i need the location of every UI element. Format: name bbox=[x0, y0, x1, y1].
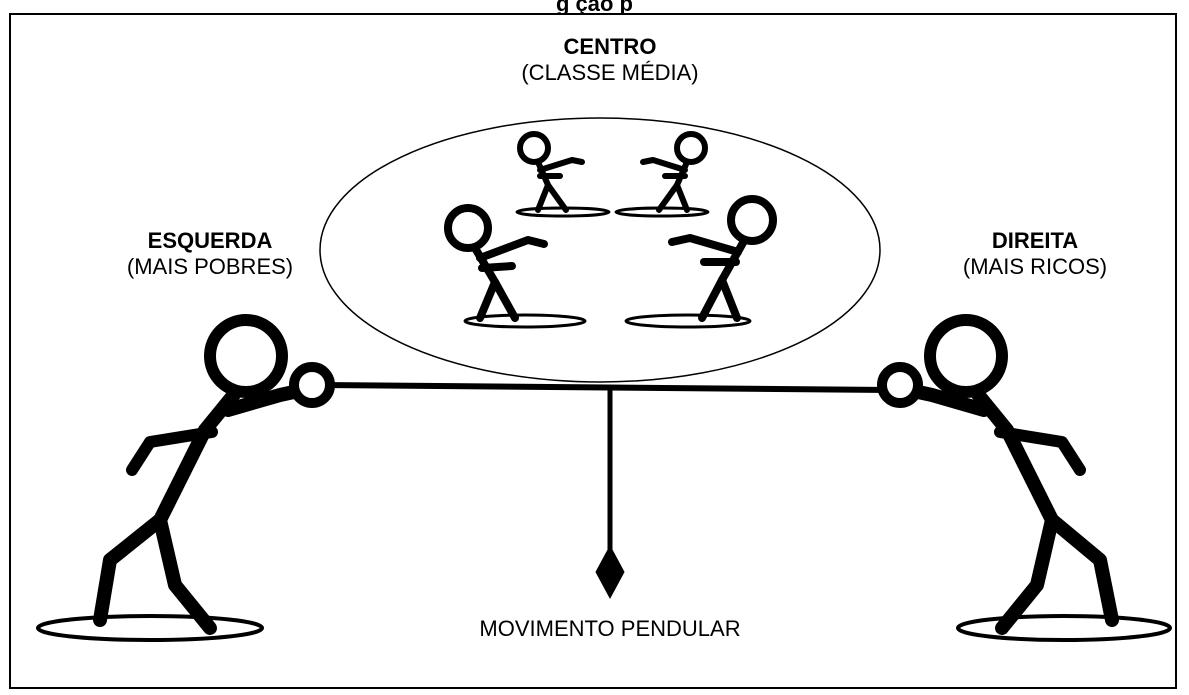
center-title: CENTRO bbox=[563, 34, 657, 59]
middle-class-figure-top-left bbox=[515, 131, 611, 218]
left-label: ESQUERDA (MAIS POBRES) bbox=[100, 228, 320, 281]
right-figure-pulling bbox=[877, 314, 1172, 642]
middle-class-figure-bottom-left bbox=[444, 204, 587, 329]
left-title: ESQUERDA bbox=[147, 228, 273, 253]
figure-frame bbox=[9, 13, 1177, 689]
center-subtitle: (CLASSE MÉDIA) bbox=[521, 60, 699, 86]
center-group-ellipse bbox=[319, 117, 881, 383]
right-label: DIREITA (MAIS RICOS) bbox=[930, 228, 1140, 281]
middle-class-figure-top-right bbox=[614, 131, 710, 218]
middle-class-figure-bottom-right bbox=[624, 195, 777, 329]
rope-bar bbox=[319, 382, 891, 393]
pendulum bbox=[595, 388, 625, 600]
right-title: DIREITA bbox=[991, 228, 1079, 253]
left-subtitle: (MAIS POBRES) bbox=[126, 254, 294, 280]
left-figure-pulling bbox=[36, 314, 335, 642]
figure-title-cropped: g ção p bbox=[555, 0, 633, 15]
pendulum-label: MOVIMENTO PENDULAR bbox=[479, 616, 741, 641]
center-label: CENTRO (CLASSE MÉDIA) bbox=[490, 34, 730, 87]
right-subtitle: (MAIS RICOS) bbox=[962, 254, 1108, 280]
